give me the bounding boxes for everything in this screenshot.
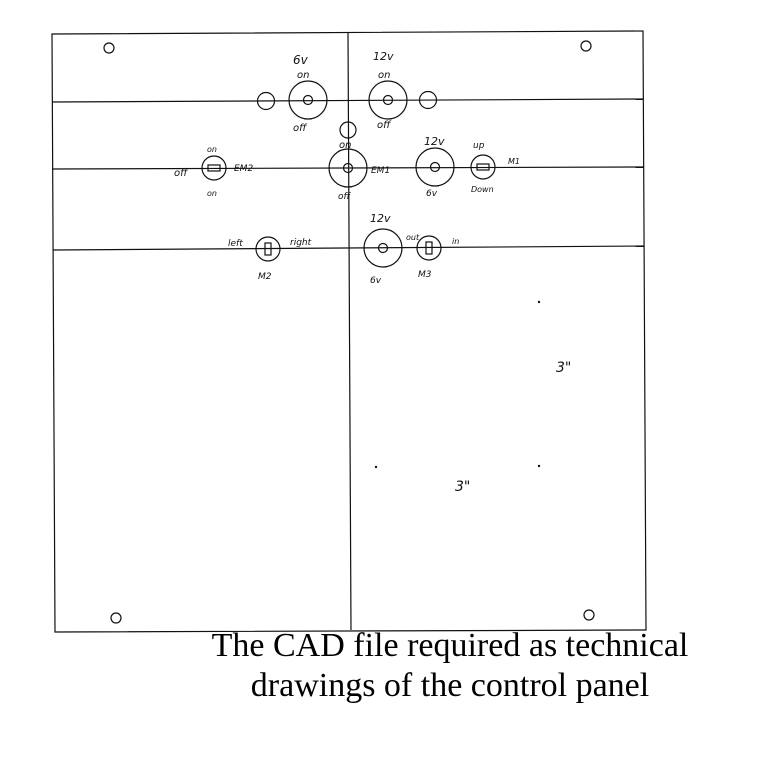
label-12v-on: on [378, 70, 390, 81]
toggle-m3-slot [425, 241, 433, 255]
label-em1-off: off [338, 192, 352, 202]
dimension-width-label: 3" [455, 479, 470, 495]
label-em1-on: on [339, 140, 351, 151]
toggle-em2-outer [201, 155, 227, 181]
switch-volt-low-outer [363, 228, 403, 268]
switch-volt-mid-outer [415, 147, 455, 187]
switch-6v-outer [288, 80, 328, 120]
label-m3: M3 [418, 270, 432, 280]
label-em2-on-top: on [207, 145, 217, 154]
label-volt-low-12v: 12v [370, 212, 391, 225]
label-m1: M1 [508, 157, 520, 166]
mark-dot [537, 300, 541, 304]
label-12v: 12v [373, 50, 394, 63]
label-em2-on-bottom: on [207, 189, 217, 198]
switch-6v-inner [302, 94, 314, 106]
label-volt-low-6v: 6v [370, 276, 382, 286]
mount-hole-top-right [580, 40, 592, 52]
hole-row1-left [256, 91, 276, 111]
mount-hole-bottom-right [583, 609, 595, 621]
row-line-1 [51, 98, 644, 103]
label-em2: EM2 [234, 164, 253, 174]
caption-line-2: drawings of the control panel [250, 667, 650, 704]
label-6v-off: off [293, 123, 308, 134]
label-m1-up: up [473, 141, 485, 151]
mount-hole-bottom-left [110, 612, 122, 624]
hole-row1-right [418, 90, 438, 110]
label-12v-off: off [377, 120, 392, 131]
mark-dot [537, 464, 541, 468]
label-6v-on: on [297, 70, 309, 81]
label-volt-mid-12v: 12v [424, 135, 445, 148]
label-m2-left: left [228, 239, 243, 249]
label-m3-out: out [406, 233, 420, 242]
vertical-centerline [347, 32, 352, 631]
switch-12v-inner [382, 94, 394, 106]
label-em2-off: off [174, 168, 189, 179]
toggle-m2-outer [255, 236, 281, 262]
label-6v: 6v [293, 53, 309, 67]
caption-line-1: The CAD file required as technical [211, 627, 689, 664]
toggle-m1-slot [476, 163, 490, 171]
row-line-2 [51, 166, 645, 170]
toggle-m3-outer [416, 235, 442, 261]
switch-12v-outer [368, 80, 408, 120]
mount-hole-top-left [103, 42, 115, 54]
switch-volt-low-inner [377, 242, 389, 254]
label-em1: EM1 [371, 166, 390, 176]
toggle-m1-outer [470, 154, 496, 180]
label-m3-in: in [452, 237, 459, 246]
toggle-m2-slot [264, 242, 272, 256]
hole-center [339, 121, 357, 139]
row-line-3 [52, 245, 645, 251]
label-volt-mid-6v: 6v [426, 189, 438, 199]
switch-em1-outer [328, 148, 368, 188]
label-m2: M2 [258, 272, 272, 282]
label-m2-right: right [290, 238, 312, 248]
toggle-em2-slot [207, 164, 221, 172]
dimension-height-label: 3" [556, 360, 571, 376]
switch-volt-mid-inner [429, 161, 441, 173]
mark-dot [374, 465, 378, 469]
label-m1-down: Down [471, 185, 494, 194]
panel-outline [51, 30, 647, 633]
switch-em1-inner [342, 162, 354, 174]
figure-caption: The CAD file required as technical drawi… [130, 626, 769, 706]
